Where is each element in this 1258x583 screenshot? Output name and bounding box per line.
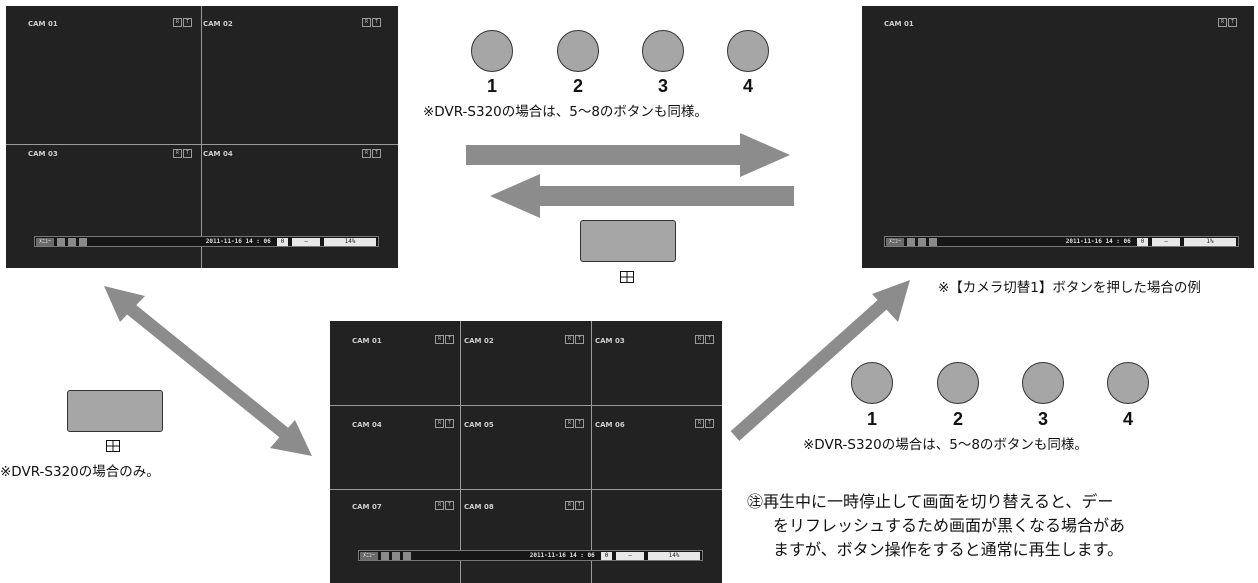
- hdd-icon[interactable]: [79, 237, 88, 246]
- arrow-left: [490, 174, 794, 218]
- button-number: 1: [866, 409, 877, 429]
- memo-line: ますが、ボタン操作をすると通常に再生します。: [773, 540, 1124, 559]
- cam-label: CAM 05: [464, 421, 494, 429]
- status-dash: —: [292, 237, 320, 246]
- divider-v: [591, 321, 592, 583]
- button-number: 3: [1037, 409, 1048, 429]
- cam-label: CAM 01: [28, 20, 58, 28]
- camera-button-4[interactable]: [1107, 362, 1149, 404]
- cam-label: CAM 07: [352, 503, 382, 511]
- cam-label: CAM 01: [884, 20, 914, 28]
- status-dash: —: [616, 551, 644, 560]
- hdd-percent: 1%: [1184, 237, 1236, 246]
- status-bar: ﾒﾆｭｰ 2011-11-16 14 : 06 0 — 14%: [34, 236, 379, 247]
- right-buttons-note: ※DVR-S320の場合は、5～8のボタンも同様。: [803, 437, 1088, 453]
- cam-label: CAM 08: [464, 503, 494, 511]
- camera-button-2[interactable]: [557, 30, 599, 72]
- cam-label: CAM 02: [464, 337, 494, 345]
- camera-button-2[interactable]: [937, 362, 979, 404]
- hdd-percent: 14%: [324, 237, 376, 246]
- camera-button-3[interactable]: [642, 30, 684, 72]
- status-box: 0: [1136, 237, 1149, 246]
- split-screen-button-left[interactable]: [67, 390, 163, 432]
- divider-v: [201, 6, 202, 268]
- cam-label: CAM 04: [203, 150, 233, 158]
- hdd-icon[interactable]: [929, 237, 938, 246]
- record-icon[interactable]: [57, 237, 66, 246]
- arrow-right: [466, 133, 790, 177]
- split-screen-button[interactable]: [580, 220, 676, 262]
- datetime: 2011-11-16 14 : 06: [205, 238, 271, 245]
- divider-h: [330, 489, 722, 490]
- button-number: 1: [486, 76, 497, 96]
- button-number: 3: [657, 76, 668, 96]
- button-number: 4: [1122, 409, 1133, 429]
- button-number: 4: [742, 76, 753, 96]
- camera-button-1[interactable]: [471, 30, 513, 72]
- status-dash: —: [1152, 237, 1180, 246]
- left-note: ※DVR-S320の場合のみ。: [0, 464, 160, 480]
- divider-h: [330, 405, 722, 406]
- status-box: 0: [276, 237, 289, 246]
- cam-label: CAM 03: [28, 150, 58, 158]
- network-icon[interactable]: [392, 551, 401, 560]
- status-box: 0: [600, 551, 613, 560]
- top-buttons-note: ※DVR-S320の場合は、5～8のボタンも同様。: [423, 104, 708, 120]
- nine-view-screen: CAM 01 CAM 02 CAM 03 CAM 04 CAM 05 CAM 0…: [330, 321, 722, 583]
- network-icon[interactable]: [68, 237, 77, 246]
- camera-button-1[interactable]: [851, 362, 893, 404]
- camera-button-4[interactable]: [727, 30, 769, 72]
- arrow-diagonal-up: [730, 280, 910, 441]
- single-view-caption: ※【カメラ切替1】ボタンを押した場合の例: [938, 280, 1201, 296]
- memo-line: ㊟再生中に一時停止して画面を切り替えると、デー: [747, 492, 1114, 511]
- status-bar: ﾒﾆｭｰ 2011-11-16 14 : 06 0 — 1%: [884, 236, 1239, 247]
- divider-v: [460, 321, 461, 583]
- status-bar: ﾒﾆｭｰ 2011-11-16 14 : 06 0 — 14%: [358, 550, 703, 561]
- cam-label: CAM 02: [203, 20, 233, 28]
- arrow-double-diagonal: [104, 286, 312, 456]
- hdd-percent: 14%: [648, 551, 700, 560]
- menu-button[interactable]: ﾒﾆｭｰ: [886, 237, 905, 246]
- cam-label: CAM 04: [352, 421, 382, 429]
- cam-label: CAM 03: [595, 337, 625, 345]
- divider-h: [6, 144, 398, 145]
- button-number: 2: [572, 76, 583, 96]
- split-grid-icon: [620, 271, 634, 283]
- cam-label: CAM 01: [352, 337, 382, 345]
- hdd-icon[interactable]: [403, 551, 412, 560]
- memo-line: をリフレッシュするため画面が黒くなる場合があ: [773, 516, 1126, 535]
- split-grid-icon: [106, 440, 120, 452]
- cam-label: CAM 06: [595, 421, 625, 429]
- menu-button[interactable]: ﾒﾆｭｰ: [360, 551, 379, 560]
- record-icon[interactable]: [907, 237, 916, 246]
- datetime: 2011-11-16 14 : 06: [529, 552, 595, 559]
- menu-button[interactable]: ﾒﾆｭｰ: [36, 237, 55, 246]
- datetime: 2011-11-16 14 : 06: [1065, 238, 1131, 245]
- button-number: 2: [952, 409, 963, 429]
- record-icon[interactable]: [381, 551, 390, 560]
- camera-button-3[interactable]: [1022, 362, 1064, 404]
- network-icon[interactable]: [918, 237, 927, 246]
